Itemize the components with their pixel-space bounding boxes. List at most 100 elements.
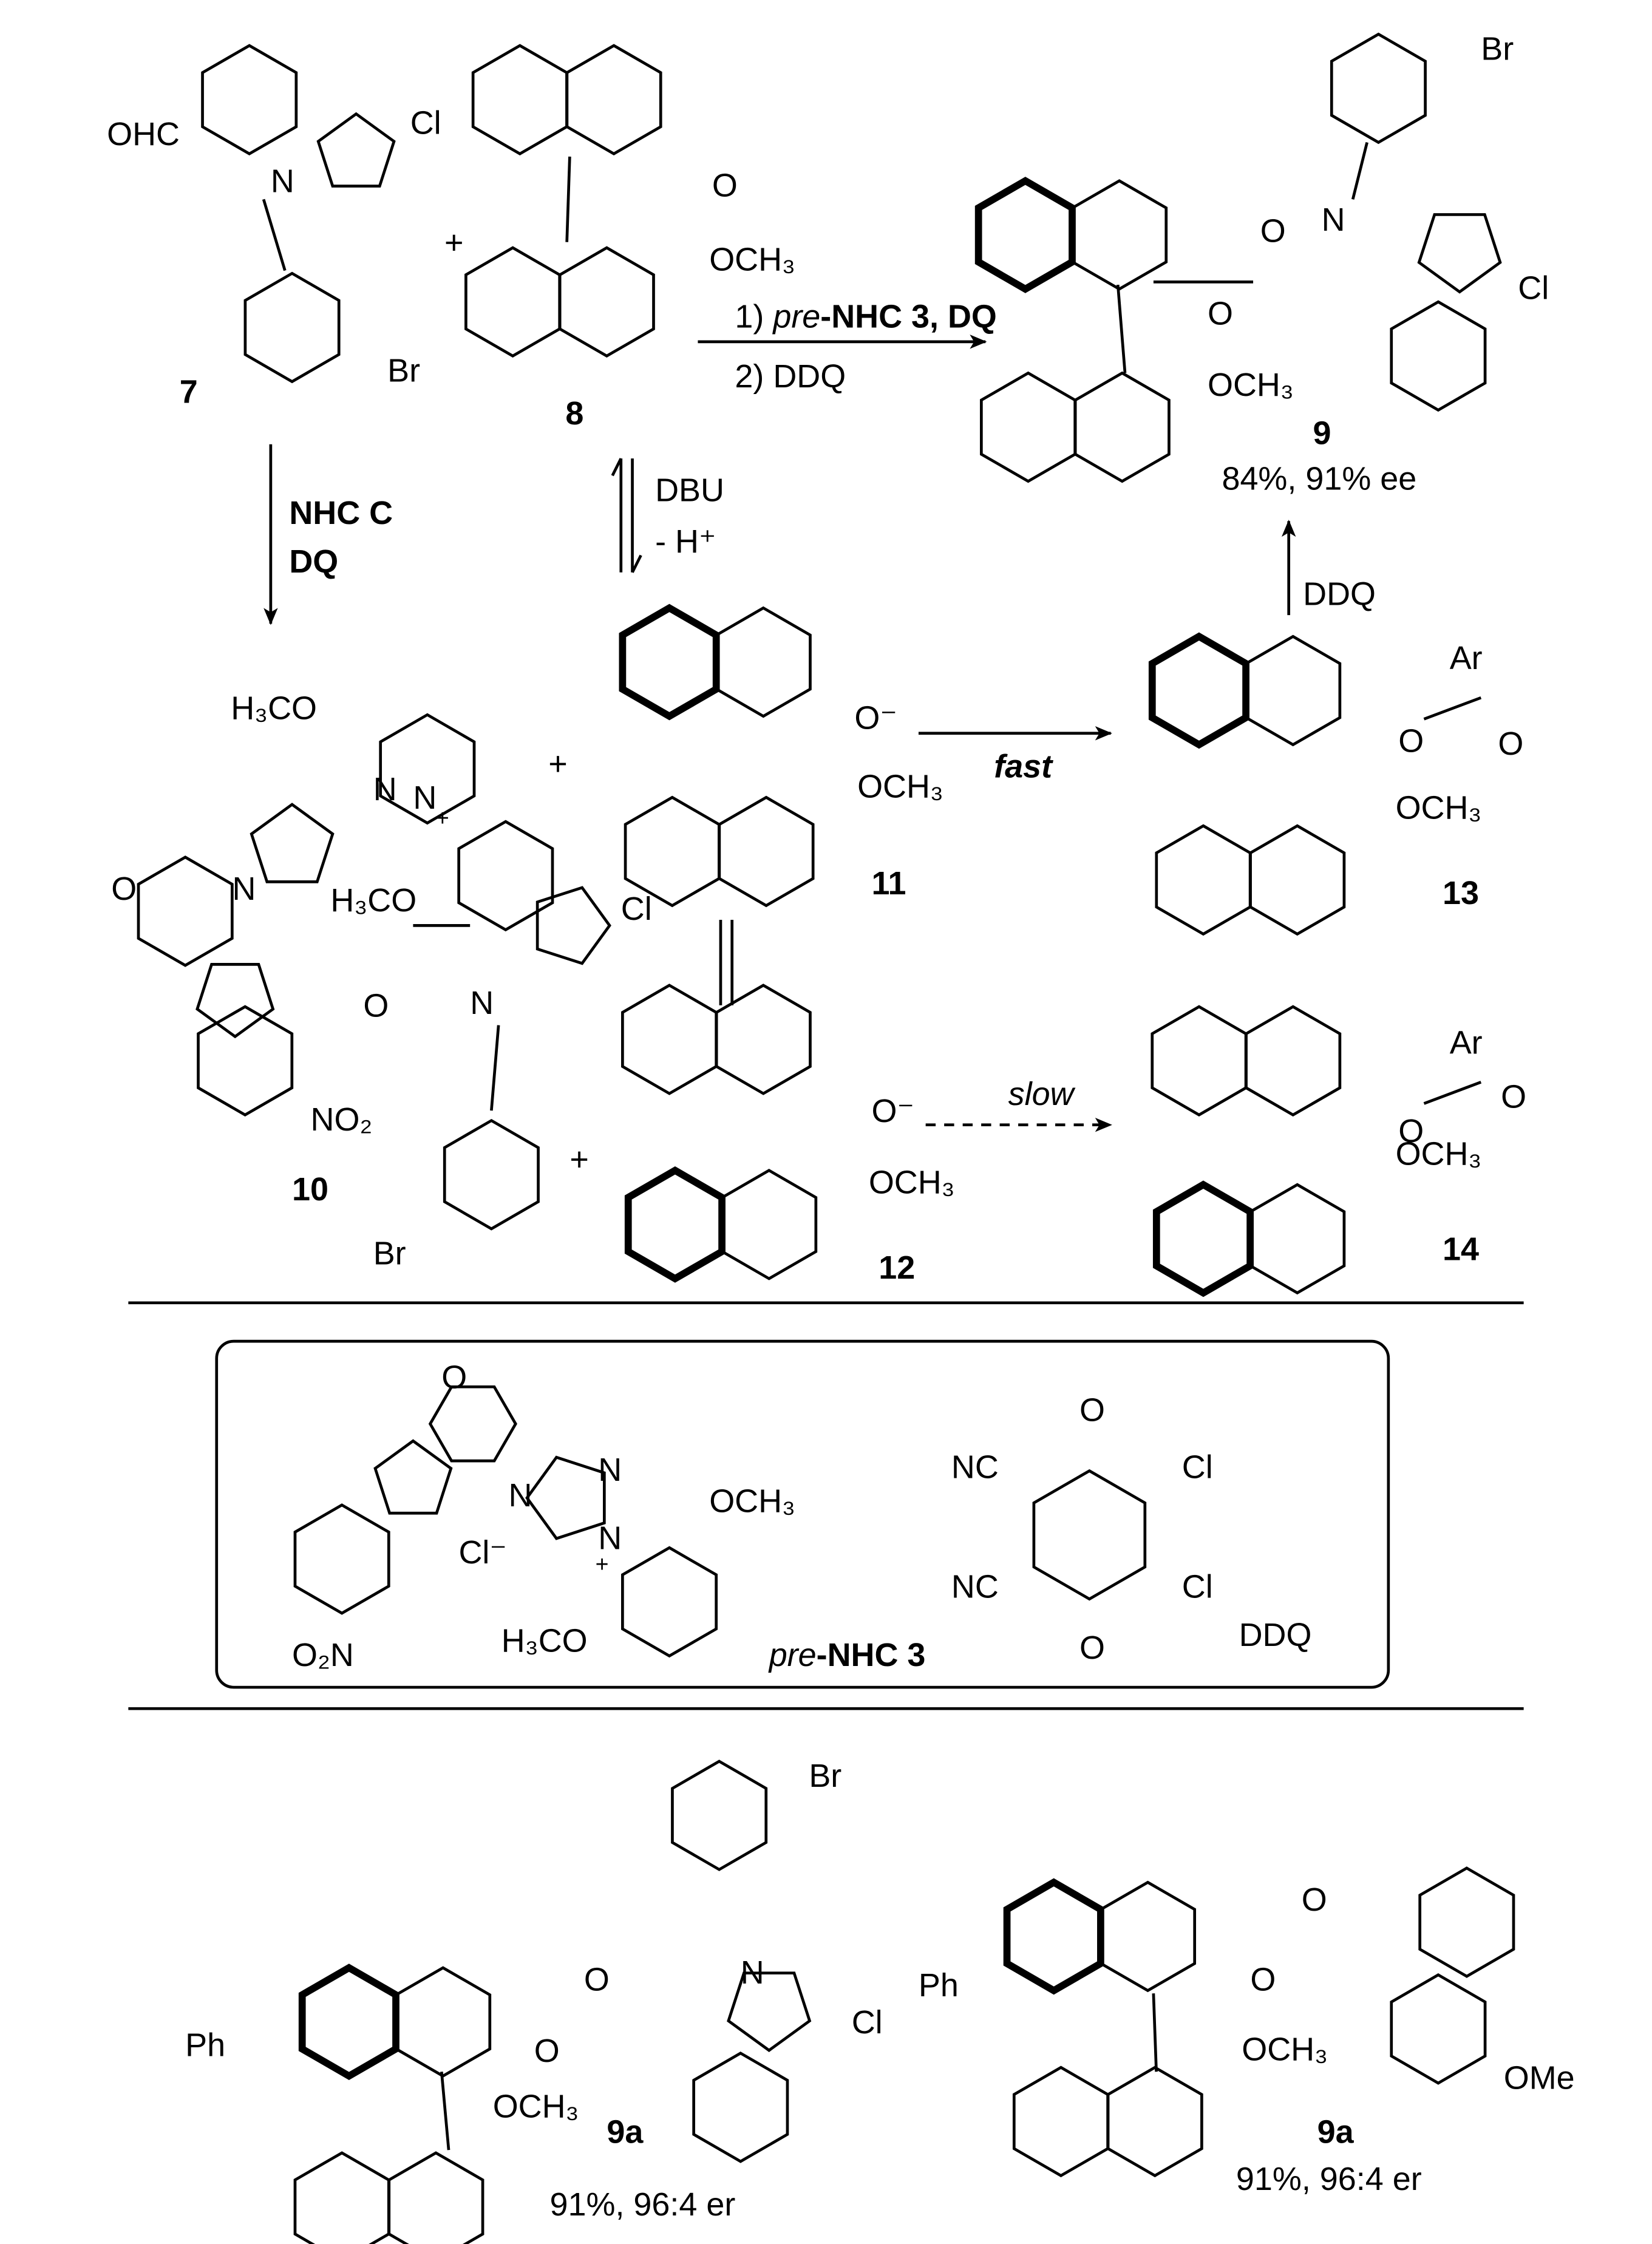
ring [457, 820, 554, 932]
ring [1100, 1880, 1197, 1993]
ring [715, 984, 812, 1095]
ring [715, 606, 812, 718]
reagent-step-2: 2) DDQ [735, 358, 846, 395]
atom-label: O [1398, 722, 1424, 759]
plus-sign: + [548, 746, 568, 782]
ring [619, 604, 720, 721]
ring [197, 1005, 294, 1117]
ring [293, 1503, 390, 1615]
compound-9a-left: Br N O O Cl Ph OCH₃ 9a 91%, 96:4 er [185, 1758, 882, 2223]
atom-label: O₂N [292, 1637, 354, 1673]
atom-label: N [233, 871, 256, 907]
bond [262, 199, 287, 271]
atom-label: N [741, 1954, 764, 1991]
compound-name: DDQ [1239, 1617, 1312, 1653]
yield-label: 84%, 91% ee [1222, 461, 1416, 497]
compound-10: H₃CO N N + O N H₃CO Cl O N NO₂ 10 Br [111, 690, 651, 1271]
ring [201, 44, 298, 155]
ring [565, 44, 662, 155]
ring [974, 177, 1076, 293]
ring [250, 803, 335, 883]
reagents-box [215, 1339, 1390, 1689]
atom-label: O [1079, 1392, 1105, 1428]
ring [1245, 1005, 1342, 1117]
bond [1423, 1081, 1482, 1105]
atom-label: NC [951, 1449, 999, 1485]
ring [1151, 1005, 1248, 1117]
reagent-label: DQ [289, 543, 338, 580]
compound-number: 8 [565, 395, 583, 432]
ring [243, 271, 341, 384]
atom-label: O [712, 168, 738, 204]
atom-label: Cl [621, 891, 652, 927]
ring [621, 984, 718, 1095]
atom-label: OCH₃ [709, 242, 795, 278]
atom-label: H₃CO [330, 882, 416, 919]
atom-label: O [534, 2033, 560, 2069]
compound-number: 14 [1443, 1231, 1479, 1267]
ring [525, 1455, 606, 1540]
ring [624, 795, 721, 908]
compound-name: pre-NHC 3 [768, 1637, 926, 1673]
compound-13: Ar O O OCH₃ 13 [1396, 640, 1524, 911]
ring [718, 795, 815, 908]
ring [1249, 1183, 1346, 1295]
ring [464, 246, 562, 358]
atom-label: Ph [919, 1967, 959, 2004]
counter-ion: Cl⁻ [458, 1534, 506, 1571]
bond [440, 2072, 450, 2150]
compound-9a-right: Ph O O OCH₃ OMe 9a 91%, 96:4 er [919, 1882, 1575, 2197]
atom-label: Br [373, 1236, 406, 1272]
ring [395, 1966, 492, 2078]
compound-number: 11 [872, 865, 906, 902]
atom-label: O [1498, 726, 1523, 762]
atom-label: Br [387, 353, 420, 389]
atom-label: OCH₃ [1242, 2031, 1328, 2067]
atom-label: N [598, 1452, 622, 1488]
atom-label: O [111, 871, 137, 907]
ring [624, 1166, 726, 1283]
atom-label: O [1250, 1962, 1276, 1998]
ring [558, 246, 655, 358]
ring [1148, 632, 1249, 749]
ring [373, 1439, 453, 1515]
ring [387, 2151, 484, 2244]
atom-label: H₃CO [501, 1622, 588, 1659]
ring [379, 713, 476, 825]
ring [692, 2052, 789, 2163]
compound-number: 9a [1317, 2113, 1355, 2150]
ring [1417, 213, 1502, 294]
atom-label: Cl [1182, 1568, 1213, 1605]
pre-nhc-3: O N N N + OCH₃ Cl⁻ O₂N H₃CO pre-NHC 3 [292, 1359, 925, 1673]
compound-number: 10 [292, 1171, 328, 1208]
ring [1152, 1180, 1254, 1297]
atom-label: O⁻ [872, 1093, 914, 1129]
plus-sign: + [444, 224, 464, 260]
atom-label: Br [809, 1758, 841, 1794]
bond [1351, 141, 1368, 200]
bond [490, 1025, 500, 1111]
ring [1155, 824, 1252, 936]
compound-12: O⁻ OCH₃ 12 [869, 1093, 955, 1286]
ring [137, 855, 234, 967]
atom-label: O [584, 1962, 610, 1998]
charge-label: + [596, 1551, 609, 1577]
atom-label: OCH₃ [857, 768, 943, 804]
ring [443, 1118, 540, 1231]
atom-label: OCH₃ [1396, 1135, 1482, 1172]
ring [1106, 2066, 1203, 2178]
bond [1152, 1993, 1158, 2072]
atom-label: O [1260, 213, 1286, 250]
rate-label: fast [994, 748, 1053, 784]
atom-label: O [1208, 296, 1233, 332]
ring [535, 886, 611, 965]
atom-label: OCH₃ [1396, 789, 1482, 826]
bond [1423, 696, 1482, 721]
ring [195, 963, 275, 1039]
atom-label: OCH₃ [709, 1483, 795, 1520]
ring-structures [137, 32, 1515, 2244]
compound-number: 9a [607, 2113, 644, 2150]
ddq-structure: O NC Cl NC Cl O DDQ [951, 1392, 1312, 1666]
compound-9: Br N O O Cl OCH₃ 9 84%, 91% ee [1208, 30, 1549, 497]
compound-11: O⁻ OCH₃ 11 [854, 700, 943, 902]
